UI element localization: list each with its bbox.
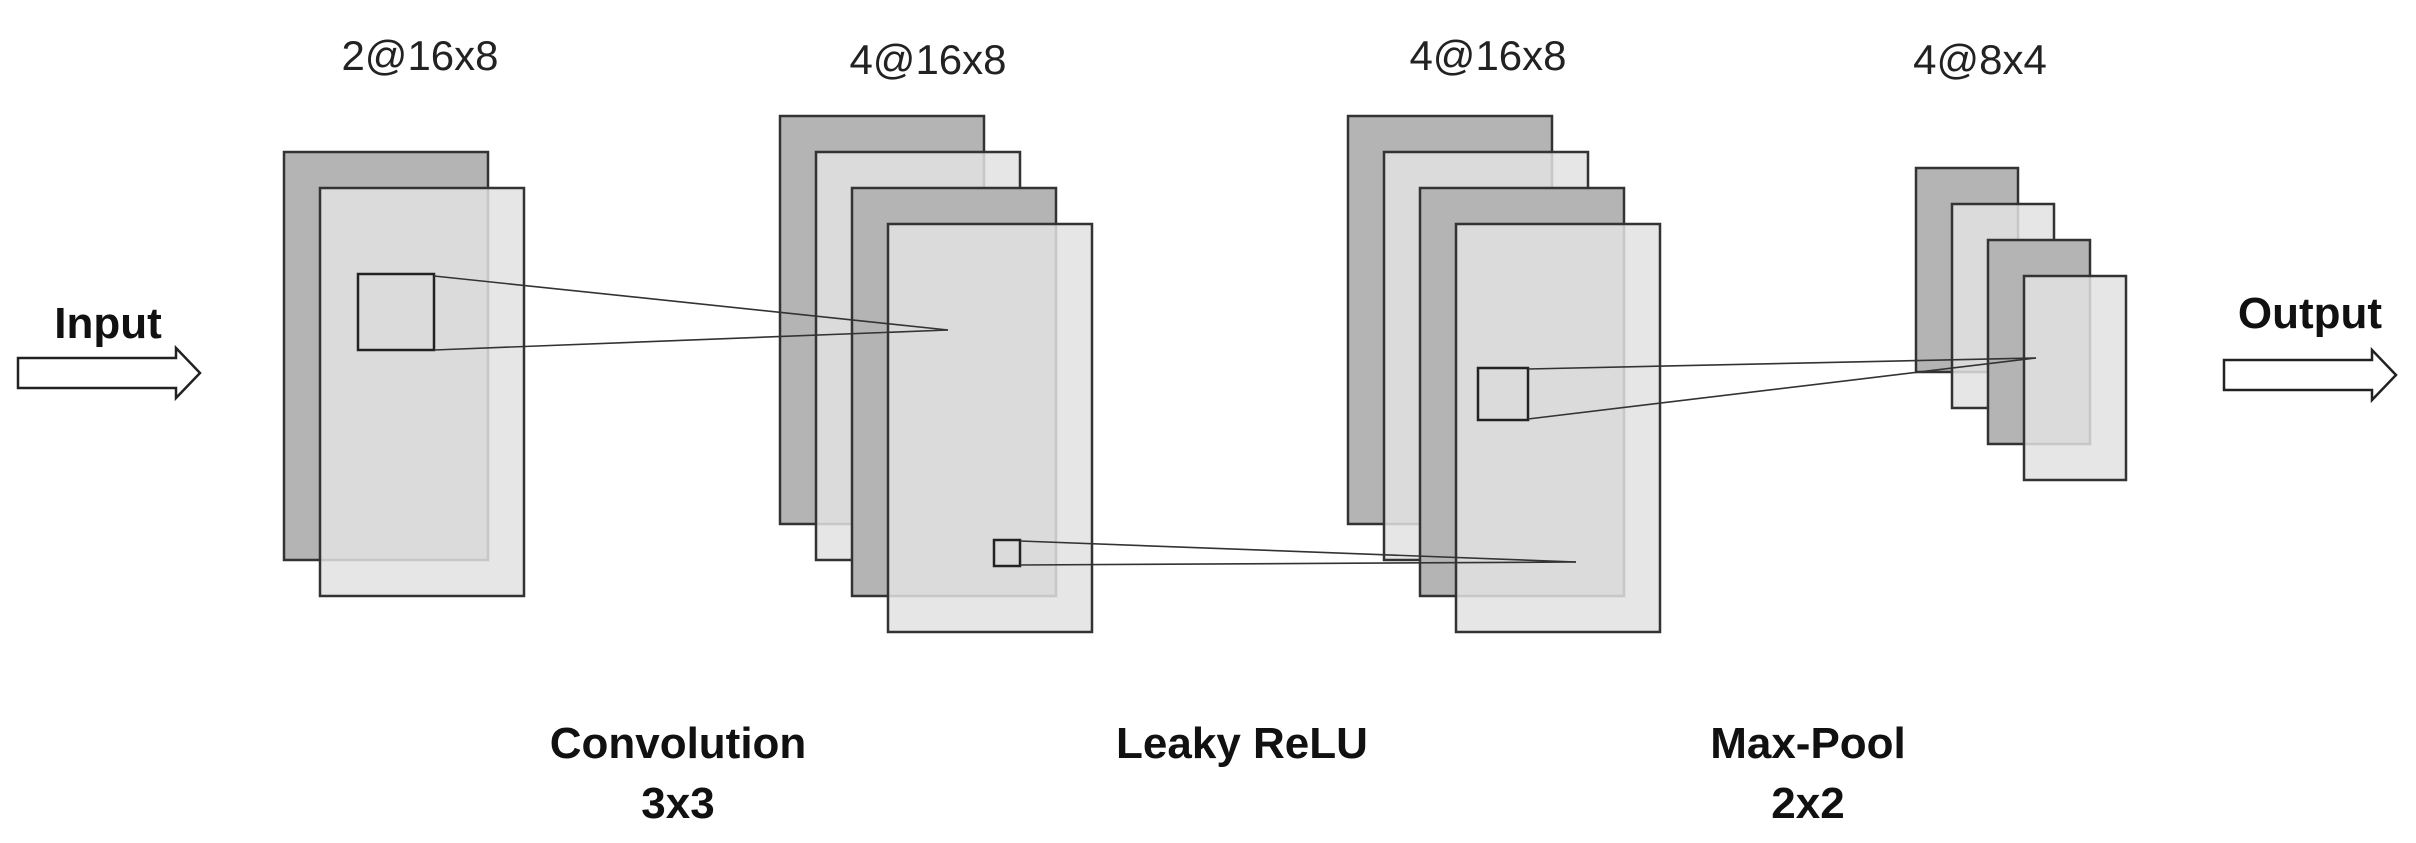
feature-map	[1454, 222, 1662, 634]
pool-projection-line	[1527, 357, 2037, 420]
relu-window	[992, 538, 1022, 568]
layer-4-label: 4@8x4	[1913, 36, 2047, 83]
input-label: Input	[54, 299, 162, 348]
output-label: Output	[2238, 289, 2383, 338]
layer-1-label: 2@16x8	[341, 32, 498, 79]
operation-3-line1: Max-Pool	[1710, 719, 1906, 768]
pool-projection-line	[1527, 357, 2037, 370]
projection-lines	[433, 275, 2037, 566]
layer-1-feature-maps	[282, 150, 526, 598]
layer-3-feature-maps	[1346, 114, 1662, 634]
operation-3-line2: 2x2	[1771, 779, 1844, 828]
conv-kernel-window	[356, 272, 436, 352]
output-arrow-icon	[2222, 346, 2398, 404]
relu-projection-line	[1019, 540, 1577, 563]
operation-2-line1: Leaky ReLU	[1116, 719, 1368, 768]
operation-1-line2: 3x3	[641, 779, 714, 828]
operation-1-line1: Convolution	[550, 719, 807, 768]
input-arrow-icon	[16, 344, 202, 402]
layer-3-label: 4@16x8	[1409, 32, 1566, 79]
conv-projection-line	[433, 275, 949, 331]
layer-2-feature-maps	[778, 114, 1094, 634]
feature-map	[318, 186, 526, 598]
layer-4-feature-maps	[1914, 166, 2128, 482]
layer-2-label: 4@16x8	[849, 36, 1006, 83]
feature-map	[886, 222, 1094, 634]
relu-projection-line	[1019, 561, 1577, 566]
feature-map	[2022, 274, 2128, 482]
conv-projection-line	[433, 329, 949, 351]
pool-window	[1476, 366, 1530, 422]
